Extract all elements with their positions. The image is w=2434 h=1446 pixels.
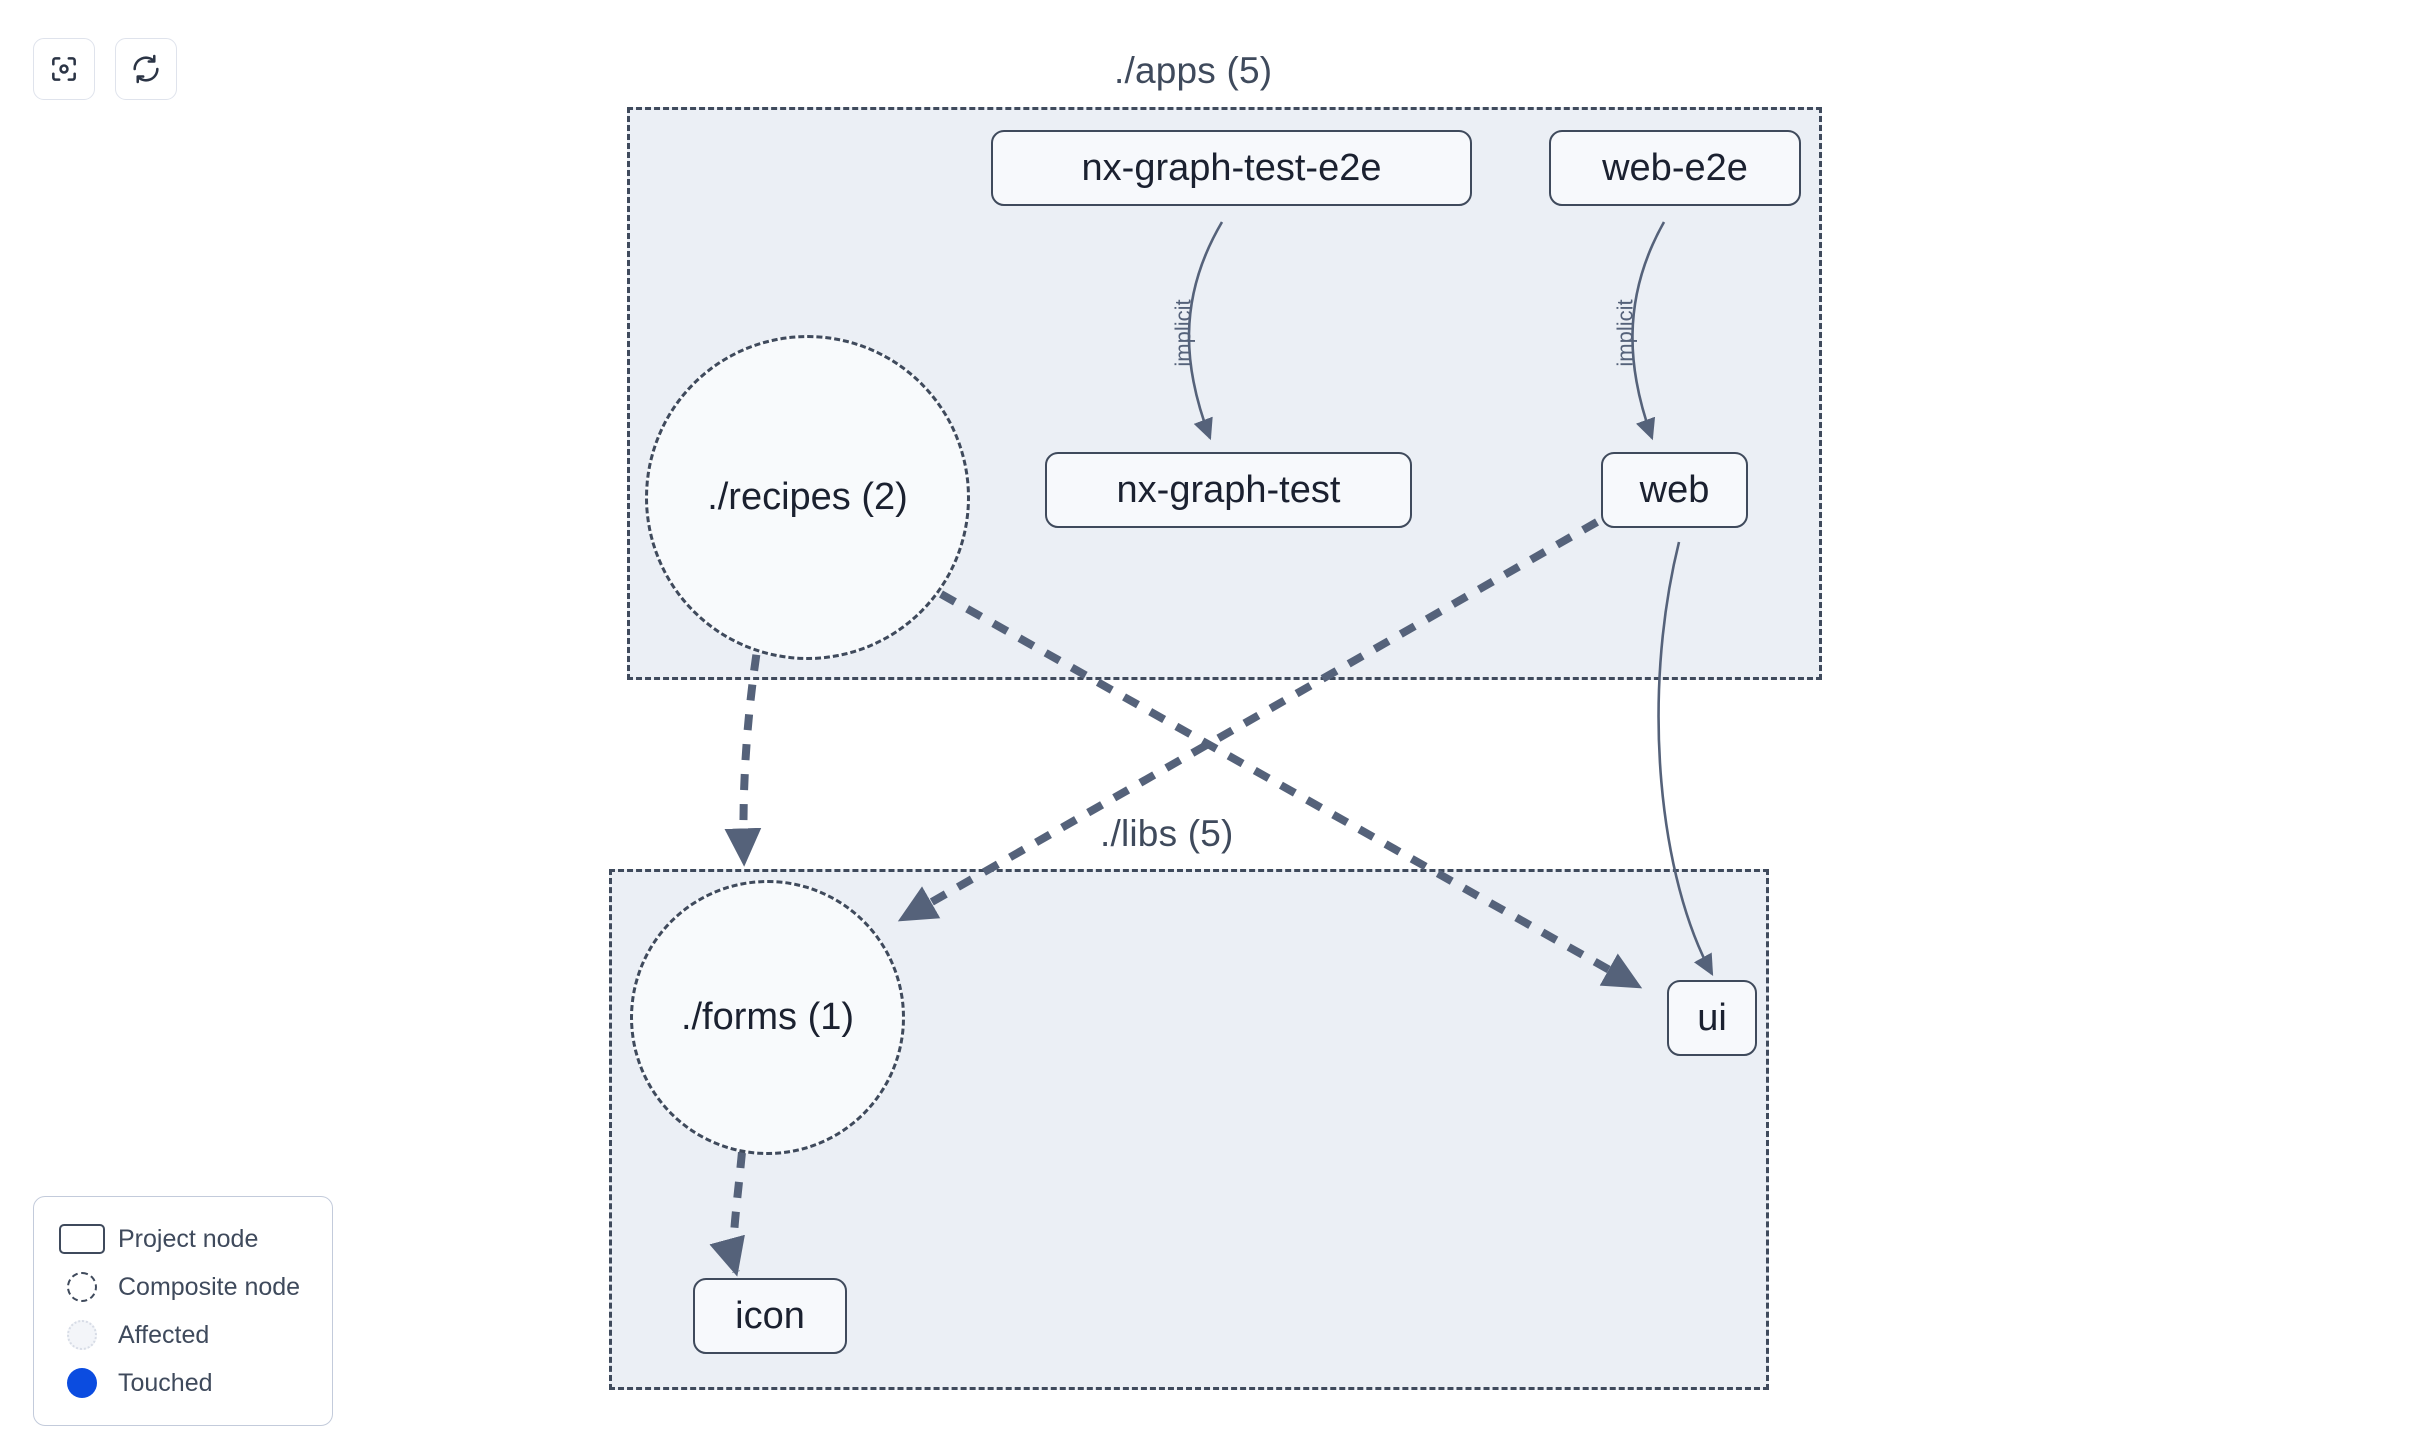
node-recipes[interactable]: ./recipes (2) — [645, 335, 970, 660]
project-node-swatch — [56, 1224, 108, 1254]
node-forms[interactable]: ./forms (1) — [630, 880, 905, 1155]
focus-graph-button[interactable] — [33, 38, 95, 100]
legend-label: Project node — [118, 1224, 259, 1253]
legend-label: Touched — [118, 1368, 213, 1397]
graph-toolbar — [33, 38, 177, 100]
legend-item-project-node: Project node — [56, 1215, 312, 1263]
node-nx-graph-test[interactable]: nx-graph-test — [1045, 452, 1412, 528]
node-web-e2e[interactable]: web-e2e — [1549, 130, 1801, 206]
legend-item-touched: Touched — [56, 1359, 312, 1407]
composite-node-swatch — [56, 1272, 108, 1302]
legend-item-affected: Affected — [56, 1311, 312, 1359]
node-icon[interactable]: icon — [693, 1278, 847, 1354]
node-web[interactable]: web — [1601, 452, 1748, 528]
refresh-graph-button[interactable] — [115, 38, 177, 100]
group-label-libs: ./libs (5) — [1100, 813, 1234, 854]
node-ui[interactable]: ui — [1667, 980, 1757, 1056]
node-nx-graph-test-e2e[interactable]: nx-graph-test-e2e — [991, 130, 1472, 206]
touched-swatch — [56, 1368, 108, 1398]
refresh-icon — [130, 53, 162, 85]
graph-legend: Project node Composite node Affected Tou… — [33, 1196, 333, 1426]
legend-label: Affected — [118, 1320, 210, 1349]
focus-target-icon — [48, 53, 80, 85]
group-label-apps: ./apps (5) — [1114, 50, 1273, 91]
legend-item-composite-node: Composite node — [56, 1263, 312, 1311]
affected-swatch — [56, 1320, 108, 1350]
legend-label: Composite node — [118, 1272, 301, 1301]
